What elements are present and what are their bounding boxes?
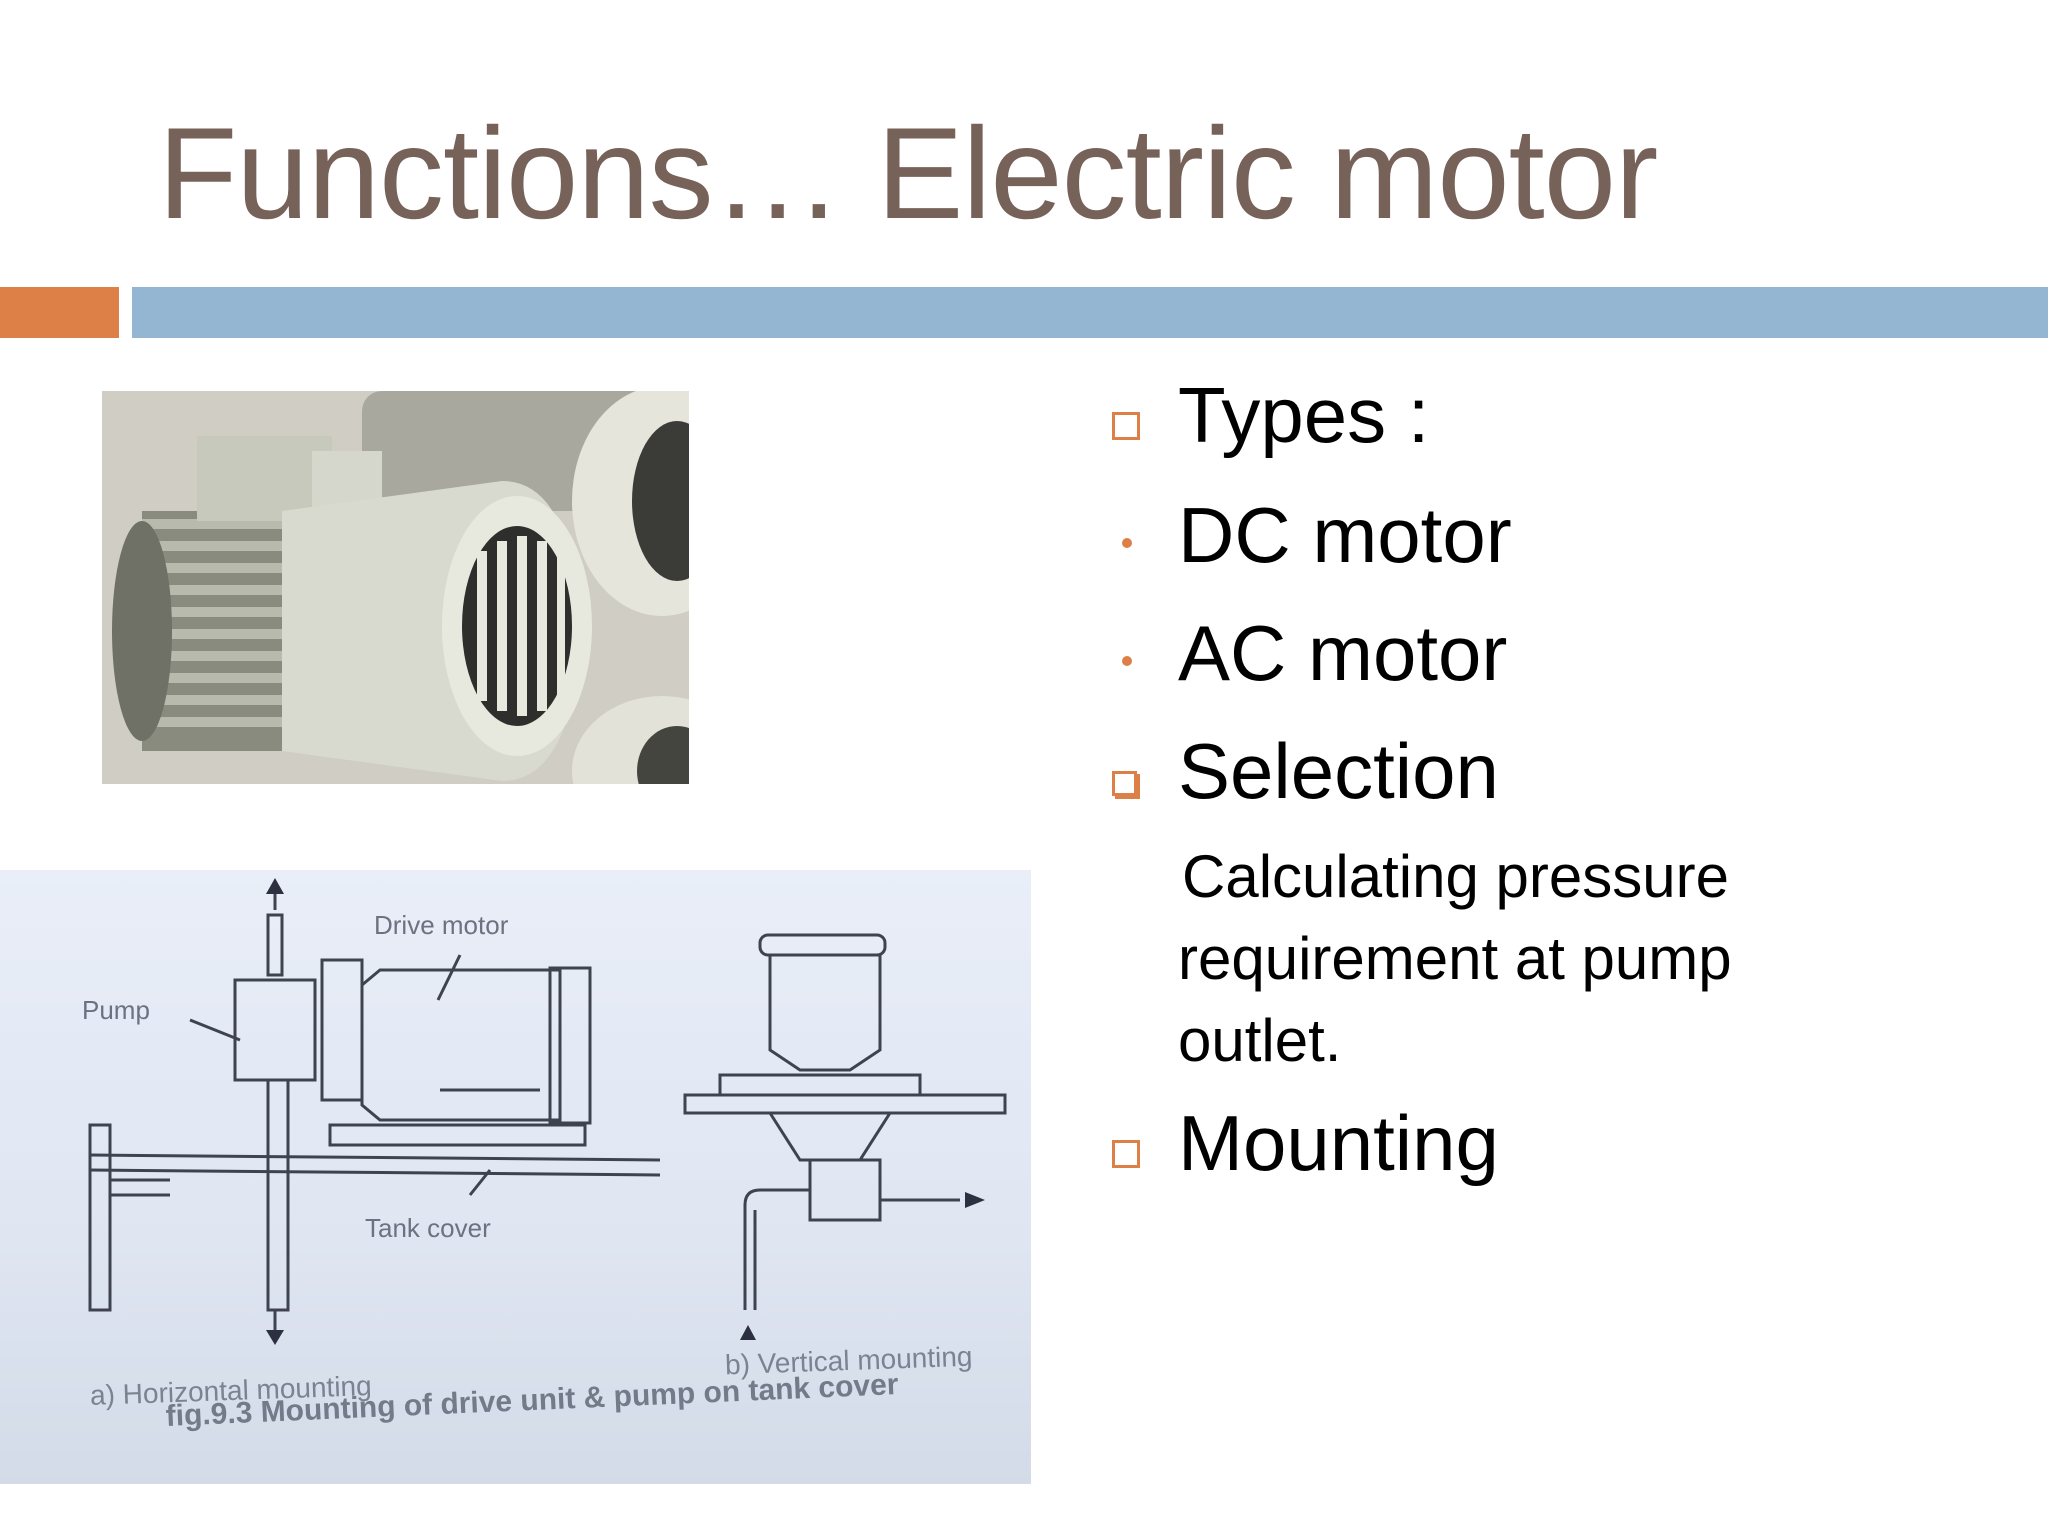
electric-motor-photo xyxy=(102,391,689,784)
dot-bullet-icon xyxy=(1122,538,1132,548)
bullet-dc-motor: DC motor xyxy=(1100,490,2000,608)
accent-bar-blue xyxy=(132,287,2048,338)
bullet-ac-motor: AC motor xyxy=(1100,608,2000,726)
diagram-label-tank-cover: Tank cover xyxy=(365,1213,491,1243)
bullet-list: Types : DC motor AC motor Selection Calc… xyxy=(1100,370,2000,1208)
diagram-label-pump: Pump xyxy=(82,995,150,1025)
dot-bullet-icon xyxy=(1122,656,1132,666)
square-bullet-icon xyxy=(1112,412,1140,440)
diagram-label-drive-motor: Drive motor xyxy=(374,910,509,940)
bullet-types: Types : xyxy=(1100,370,2000,490)
shadow-square-bullet-icon xyxy=(1112,771,1137,796)
selection-description: Calculating pressure requirement at pump… xyxy=(1178,843,1732,1074)
accent-bar-orange xyxy=(0,287,119,338)
mounting-diagram-image: Pump Drive motor Tank cover a) Horizonta… xyxy=(0,870,1031,1484)
square-bullet-icon xyxy=(1112,1140,1140,1168)
slide-title: Functions… Electric motor xyxy=(158,100,1658,246)
bullet-selection: Selection xyxy=(1100,726,2000,836)
bullet-mounting: Mounting xyxy=(1100,1098,2000,1208)
